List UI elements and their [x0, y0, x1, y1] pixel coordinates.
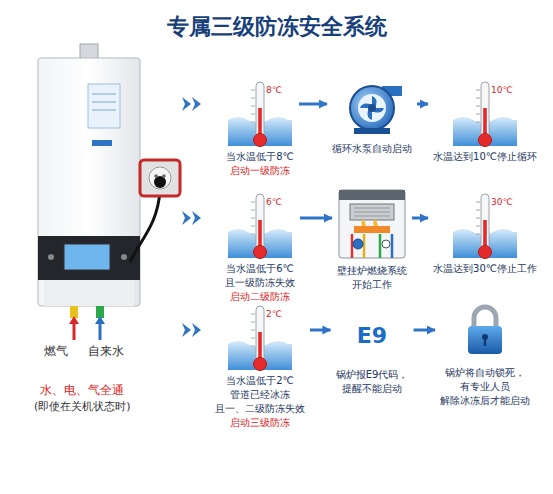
temperature-label: 6℃ — [222, 192, 298, 262]
temperature-label: 2℃ — [212, 304, 308, 374]
step-box: 10℃水温达到10℃停止循环 — [430, 80, 540, 164]
flow-arrow — [310, 329, 331, 332]
figure-label: 自来水 — [88, 343, 124, 360]
figure-label: (即使在关机状态时) — [34, 399, 131, 414]
pipes — [69, 306, 105, 340]
temperature-label: 8℃ — [223, 80, 297, 150]
flow-arrow — [300, 217, 332, 220]
step-box: 循环水泵自动启动 — [329, 80, 415, 156]
warning-text: 启动三级防冻 — [229, 416, 291, 430]
step-box: 2℃当水温低于2℃ 管道已经冰冻 且一、二级防冻失效启动三级防冻 — [212, 304, 308, 430]
chevron-arrow — [182, 323, 201, 337]
step-text: 水温达到10℃停止循环 — [432, 150, 538, 164]
burner-system-icon — [339, 190, 405, 258]
step-text: 当水温低于6℃ 且一级防冻失效 — [224, 262, 296, 290]
warning-text: 启动二级防冻 — [229, 290, 291, 304]
step-box: 6℃当水温低于6℃ 且一级防冻失效启动二级防冻 — [222, 192, 298, 304]
step-box: 8℃当水温低于8℃启动一级防冻 — [223, 80, 297, 178]
step-text: 当水温低于2℃ 管道已经冰冻 且一、二级防冻失效 — [214, 374, 306, 416]
temperature-label: 10℃ — [430, 80, 540, 150]
flow-arrow — [412, 217, 428, 220]
step-box: 锅炉将自动锁死， 有专业人员 解除冰冻后才能启动 — [437, 304, 533, 408]
step-text: 锅炉报E9代码， 提醒不能启动 — [335, 368, 410, 396]
error-code: E9 — [333, 304, 412, 368]
step-box: E9锅炉报E9代码， 提醒不能启动 — [333, 304, 412, 396]
figure-label: 水、电、气全通 — [40, 382, 124, 399]
flow-arrow — [414, 329, 436, 332]
figure-label: 燃气 — [44, 343, 68, 360]
boiler-figure — [38, 44, 140, 306]
thermometer-icon — [228, 306, 292, 371]
flow-arrow — [299, 103, 327, 106]
temperature-label: 30℃ — [430, 192, 540, 262]
lock-icon — [468, 307, 502, 354]
step-text: 锅炉将自动锁死， 有专业人员 解除冰冻后才能启动 — [439, 366, 531, 408]
pump-icon — [350, 86, 402, 134]
step-text: 当水温低于8℃ — [225, 150, 295, 164]
step-text: 壁挂炉燃烧系统 开始工作 — [336, 264, 408, 292]
step-box: 壁挂炉燃烧系统 开始工作 — [334, 190, 410, 292]
thermometer-icon — [228, 194, 292, 259]
chevron-arrow — [182, 211, 201, 225]
warning-text: 启动一级防冻 — [229, 164, 291, 178]
chevron-arrow — [182, 97, 201, 111]
step-box: 30℃水温达到30℃停止工作 — [430, 192, 540, 276]
step-text: 循环水泵自动启动 — [331, 142, 413, 156]
power-socket — [130, 160, 180, 262]
diagram-title: 专属三级防冻安全系统 — [0, 12, 553, 42]
step-text: 水温达到30℃停止工作 — [432, 262, 538, 276]
thermometer-icon — [228, 82, 292, 147]
flow-arrow — [417, 103, 428, 106]
